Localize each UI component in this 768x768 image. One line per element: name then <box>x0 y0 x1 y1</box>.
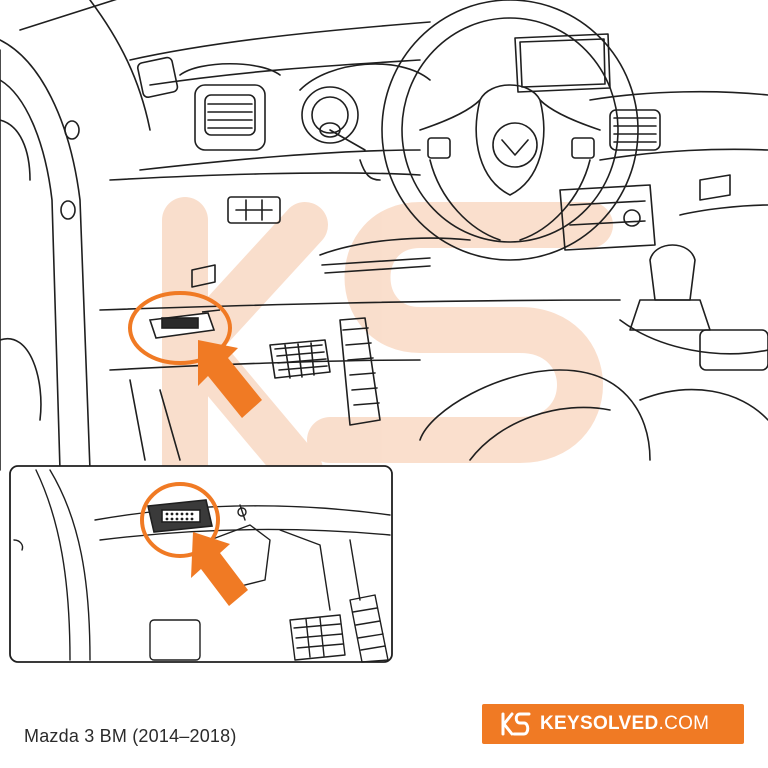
brand-domain: .COM <box>658 713 710 734</box>
arrow-icon <box>198 340 262 418</box>
obd-port-icon <box>148 309 221 339</box>
arrow-icon <box>191 532 248 606</box>
inset-detail <box>9 465 393 663</box>
watermark-logo <box>162 197 613 493</box>
keysolved-logo-icon <box>501 712 531 736</box>
brand-badge: KEYSOLVED.COM <box>482 704 744 744</box>
vehicle-model-caption: Mazda 3 BM (2014–2018) <box>24 726 237 746</box>
obd-port-icon <box>147 499 213 533</box>
circle-icon <box>128 291 232 365</box>
circle-icon <box>140 482 220 558</box>
main-illustration <box>0 0 768 471</box>
brand-name: KEYSOLVED <box>540 713 659 734</box>
